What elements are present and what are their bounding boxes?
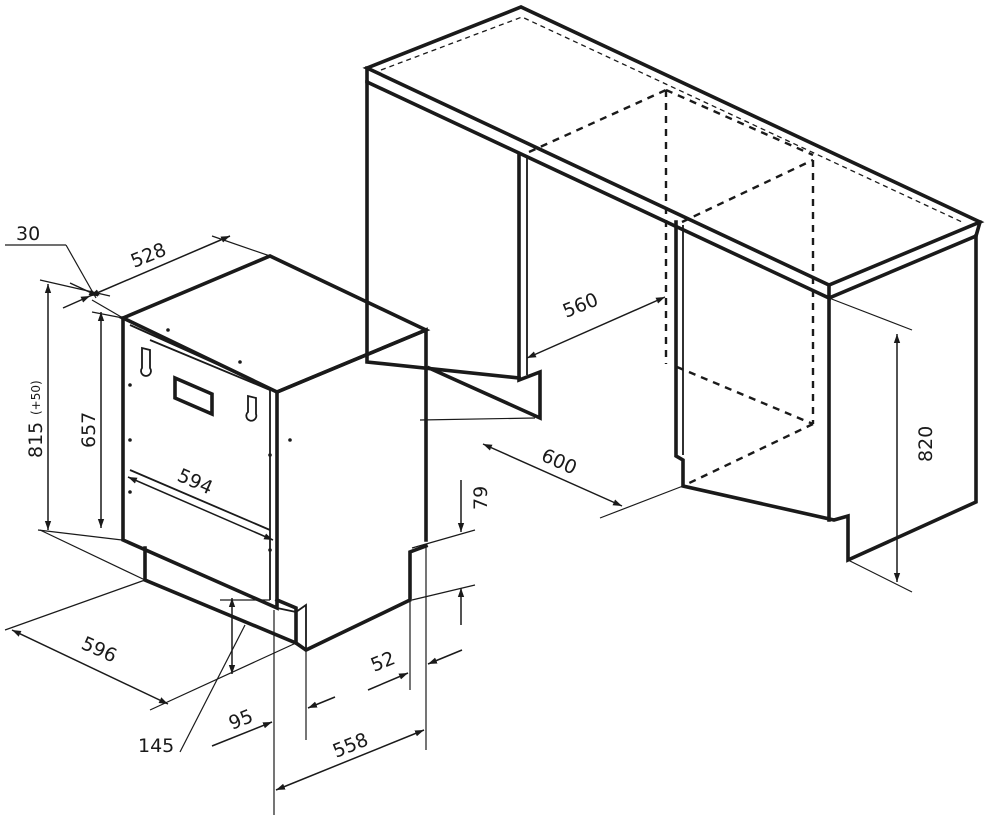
label-body-height: 657 (78, 412, 100, 448)
label-niche-height: 820 (915, 426, 937, 462)
control-panel-window (173, 375, 214, 417)
dishwasher (118, 254, 431, 653)
countertop-top (362, 5, 985, 287)
dishwasher-foot (293, 543, 429, 653)
label-inner-width: 594 (174, 464, 216, 499)
mounting-hook-left-icon (140, 346, 152, 377)
label-plinth-height: 79 (470, 486, 492, 510)
label-overall-width: 596 (78, 632, 120, 667)
label-total-height: 815 (25, 422, 47, 458)
dishwasher-side (274, 327, 428, 542)
label-base-depth: 558 (330, 729, 372, 763)
kitchen-cabinet (362, 5, 985, 563)
front-panel-edge (129, 324, 271, 600)
dishwasher-top (118, 254, 431, 394)
label-top-offset: 30 (16, 223, 40, 245)
label-total-height-adjust: (+50) (29, 380, 43, 415)
dishwasher-base (143, 546, 298, 646)
dishwasher-front (121, 316, 279, 611)
countertop-hidden-outline (380, 16, 963, 223)
mounting-hook-right-icon (245, 394, 258, 422)
countertop-front-edge (365, 66, 831, 301)
label-plinth-offset: 52 (368, 647, 399, 676)
label-niche-depth: 560 (560, 289, 602, 323)
niche-hidden-edges (528, 88, 815, 488)
label-base-height: 145 (138, 735, 174, 757)
dimension-lines (4, 235, 913, 815)
label-top-depth: 528 (128, 239, 170, 273)
left-cabinet-door-edge (426, 152, 542, 421)
right-cabinet-front (674, 220, 978, 563)
label-niche-width: 600 (538, 444, 580, 479)
left-cabinet-front (365, 80, 521, 380)
